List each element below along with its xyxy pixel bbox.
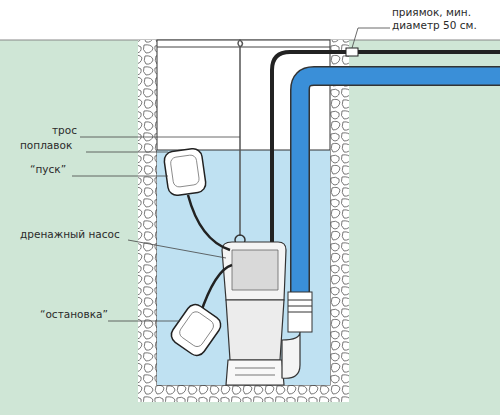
cable-coupling	[346, 48, 358, 56]
float-upper	[163, 148, 207, 197]
pump-grille	[235, 375, 275, 376]
part-label: “остановка”	[40, 308, 130, 321]
thread	[288, 300, 312, 301]
stone-bottom	[138, 385, 349, 402]
part-label: дренажный насос	[20, 228, 140, 241]
float-cable	[188, 195, 230, 250]
pump-grille	[235, 368, 275, 369]
pump-grip	[232, 250, 278, 290]
rope-bar	[157, 47, 330, 48]
float-cable	[200, 265, 232, 315]
part-label: трос	[52, 124, 112, 137]
leader-line	[128, 240, 226, 258]
thread	[288, 306, 312, 307]
discharge-pipe	[300, 76, 500, 300]
leader-line	[86, 152, 168, 153]
leader-line	[108, 321, 180, 322]
pipe-outline	[300, 76, 500, 300]
pump-top	[222, 242, 286, 300]
pump-base	[226, 360, 284, 385]
stone-wall	[330, 40, 349, 402]
float-lower	[168, 301, 224, 359]
leader-line	[358, 28, 390, 29]
stone-wall	[138, 40, 157, 402]
pump-outlet	[282, 332, 300, 378]
leader-line	[80, 137, 240, 138]
ground	[0, 40, 500, 415]
leader-line	[72, 176, 168, 177]
leader-line	[352, 28, 358, 48]
rope	[238, 40, 243, 236]
thread	[288, 312, 312, 313]
pipe-fitting	[288, 292, 312, 332]
pump-body	[226, 300, 284, 360]
part-label: “пуск”	[30, 163, 90, 176]
note-label: приямок, мин. диаметр 50 см.	[392, 6, 496, 32]
part-label: поплавок	[20, 139, 100, 152]
